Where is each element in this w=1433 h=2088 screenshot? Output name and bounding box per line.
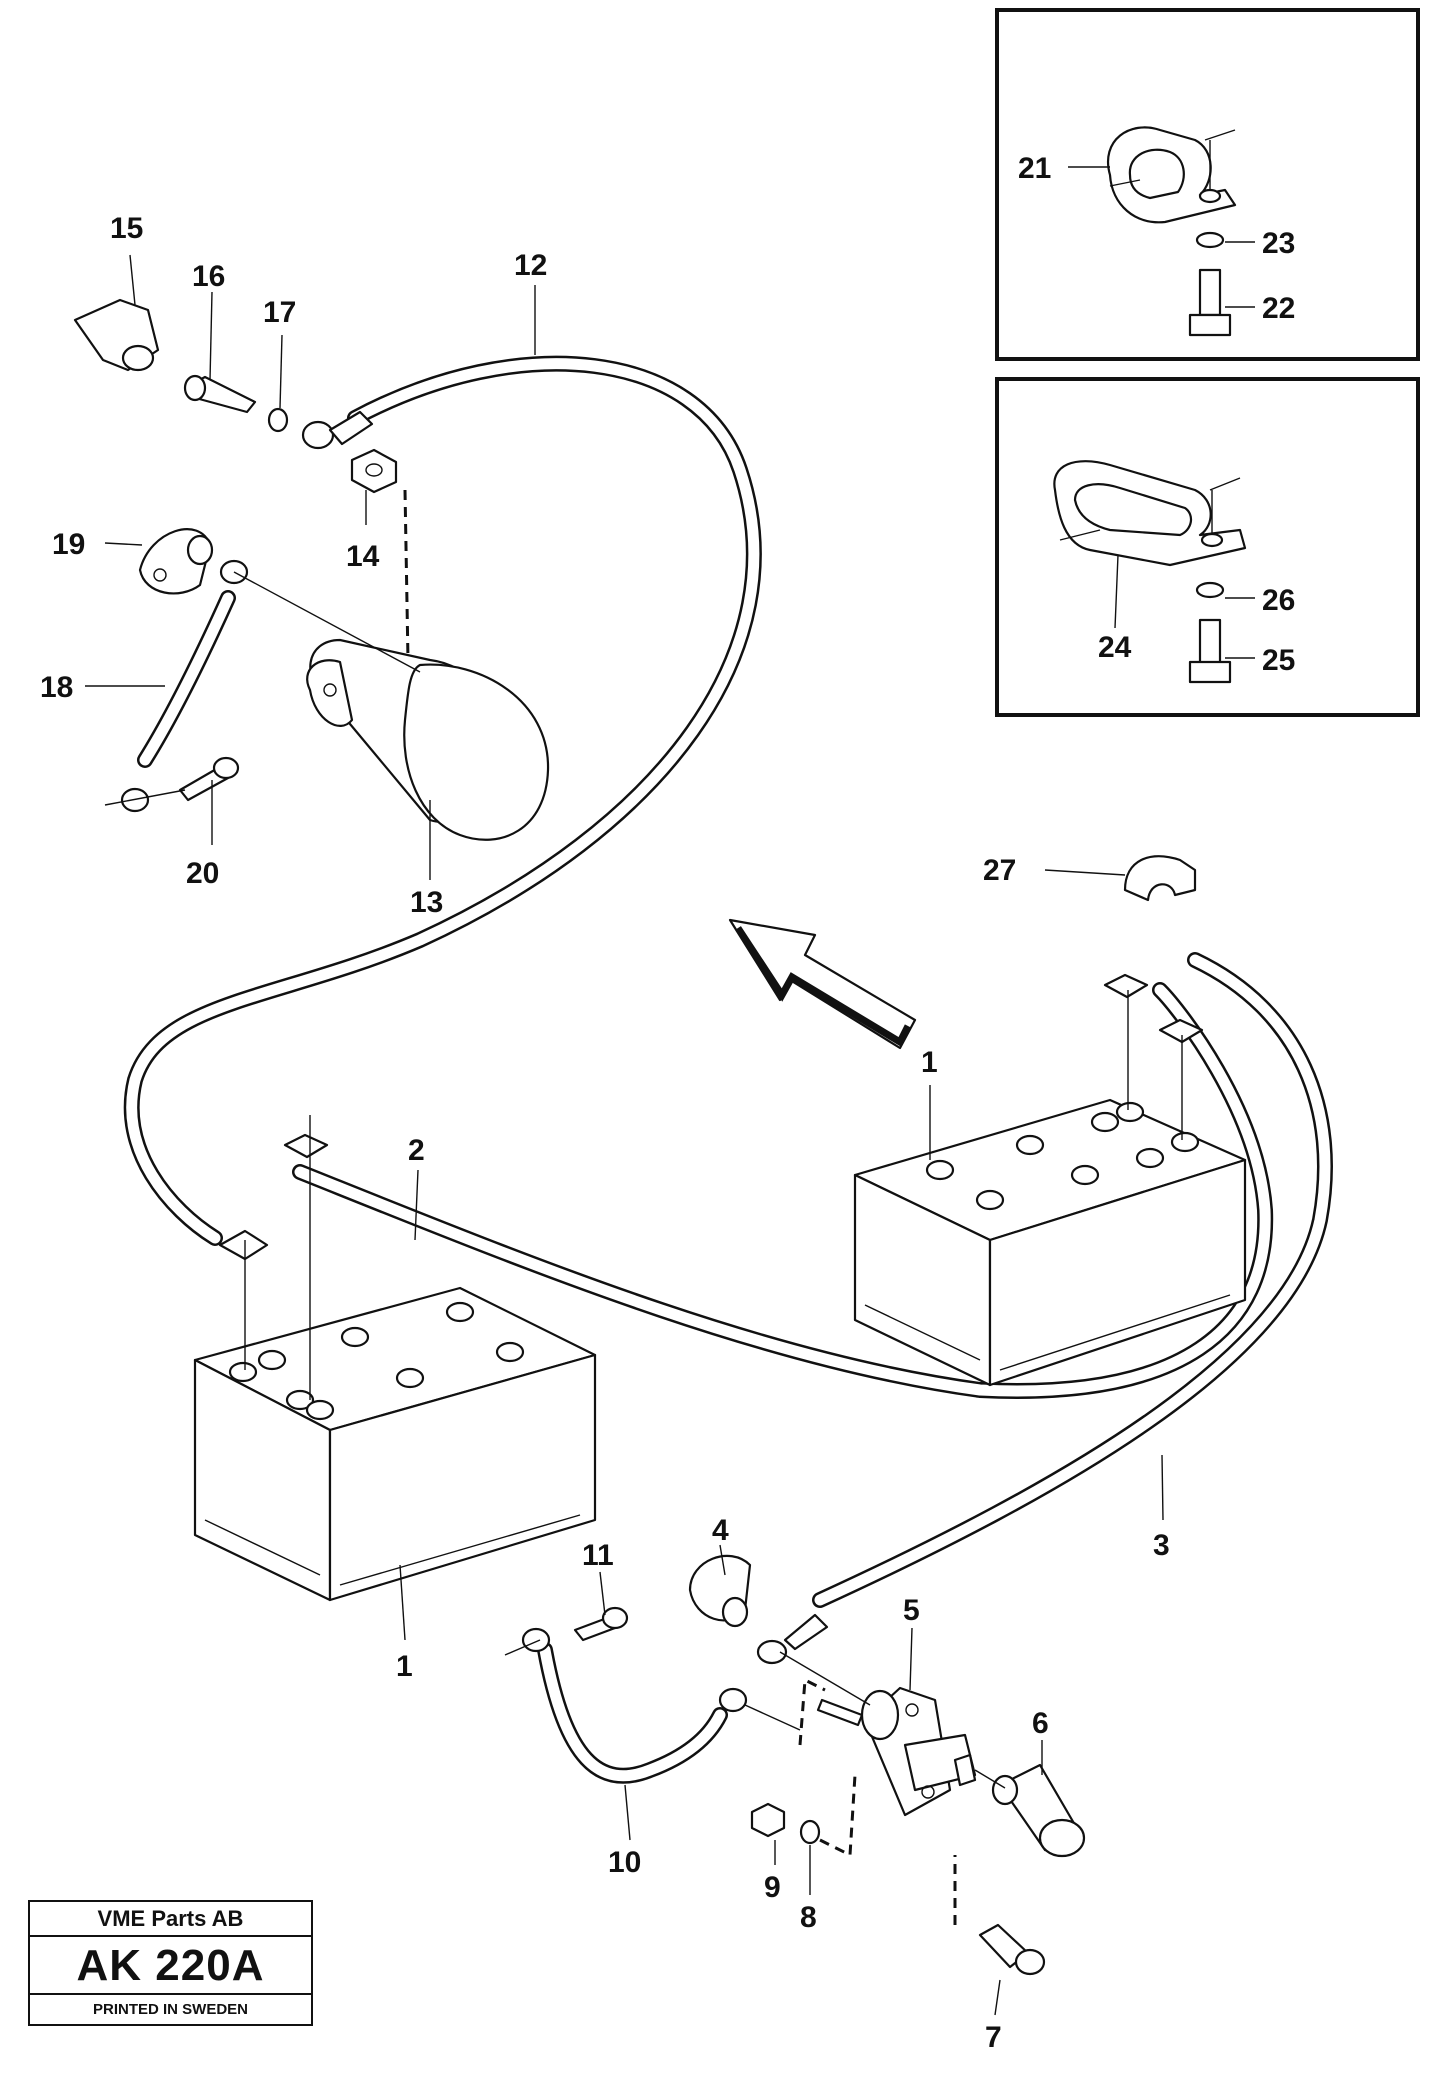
cable-10	[537, 1642, 728, 1784]
isolator-switch-5	[860, 1686, 977, 1817]
callout-23: 23	[1262, 227, 1295, 260]
dash-14-starter	[403, 489, 410, 661]
battery-left	[193, 1286, 597, 1602]
cover-15	[73, 298, 160, 372]
bolt-11	[573, 1606, 629, 1642]
callout-22: 22	[1262, 292, 1295, 325]
switch-stud	[816, 1698, 864, 1727]
callout-9: 9	[764, 1871, 781, 1904]
nut-9	[750, 1802, 786, 1838]
battery-right	[853, 1098, 1247, 1387]
boot-6	[991, 1763, 1086, 1858]
title-block: VME Parts AB AK 220A PRINTED IN SWEDEN	[28, 1900, 313, 2026]
inset2-parts	[1053, 460, 1247, 684]
callout-24: 24	[1098, 631, 1132, 664]
cable-2	[292, 982, 1274, 1399]
drawing-code: AK 220A	[30, 1937, 311, 1995]
callout-1-right: 1	[921, 1046, 938, 1079]
washer-8	[799, 1819, 821, 1845]
inset1-parts	[1107, 126, 1237, 337]
bolt-16	[183, 374, 257, 414]
battery-right-caps	[925, 1101, 1200, 1211]
company-name: VME Parts AB	[30, 1902, 311, 1937]
callout-11: 11	[582, 1539, 614, 1572]
leader-lines	[85, 166, 1255, 2016]
callout-8: 8	[800, 1901, 817, 1934]
callout-5: 5	[903, 1594, 920, 1627]
callout-21: 21	[1018, 152, 1051, 185]
callout-1-left: 1	[396, 1650, 413, 1683]
callout-16: 16	[192, 260, 225, 293]
callouts: 15 16 17 12 14 19 18 20 13 27 1 2 1 3 4 …	[40, 152, 1295, 2054]
dash-8-switch	[819, 1774, 857, 1858]
callout-14: 14	[346, 540, 380, 573]
dash-10-switch	[798, 1677, 826, 1746]
lug-10-right	[718, 1687, 748, 1713]
lug-3	[756, 1639, 788, 1665]
callout-20: 20	[186, 857, 219, 890]
cap-19	[138, 528, 214, 595]
bolt-7	[978, 1923, 1046, 1976]
callout-3: 3	[1153, 1529, 1170, 1562]
cable-12-lug	[301, 410, 374, 450]
nut-14	[350, 448, 398, 494]
starter-motor	[306, 638, 550, 841]
lug-10-left	[521, 1627, 551, 1653]
callout-7: 7	[985, 2021, 1002, 2054]
direction-arrow	[728, 918, 917, 1050]
callout-26: 26	[1262, 584, 1295, 617]
callout-17: 17	[263, 296, 296, 329]
callout-4: 4	[712, 1514, 729, 1547]
callout-6: 6	[1032, 1707, 1049, 1740]
terminal-clamps	[218, 973, 1204, 1400]
callout-27: 27	[983, 854, 1016, 887]
bolt-20	[178, 756, 240, 802]
cable-18	[137, 590, 236, 768]
callout-18: 18	[40, 671, 73, 704]
callout-12: 12	[514, 249, 547, 282]
callout-19: 19	[52, 528, 85, 561]
callout-25: 25	[1262, 644, 1295, 677]
cap-4	[688, 1554, 752, 1628]
cable-3	[812, 952, 1333, 1608]
inset-clamp-21-23	[995, 8, 1420, 361]
cable-12	[123, 355, 762, 1246]
clamp-27	[1123, 855, 1197, 902]
printed-note: PRINTED IN SWEDEN	[92, 2001, 248, 2018]
callout-15: 15	[110, 212, 143, 245]
callout-2: 2	[408, 1134, 425, 1167]
inset-clamp-24-26	[995, 377, 1420, 717]
battery-left-caps	[228, 1301, 525, 1421]
callout-10: 10	[608, 1846, 641, 1879]
washer-17	[267, 407, 289, 433]
callout-13: 13	[410, 886, 443, 919]
